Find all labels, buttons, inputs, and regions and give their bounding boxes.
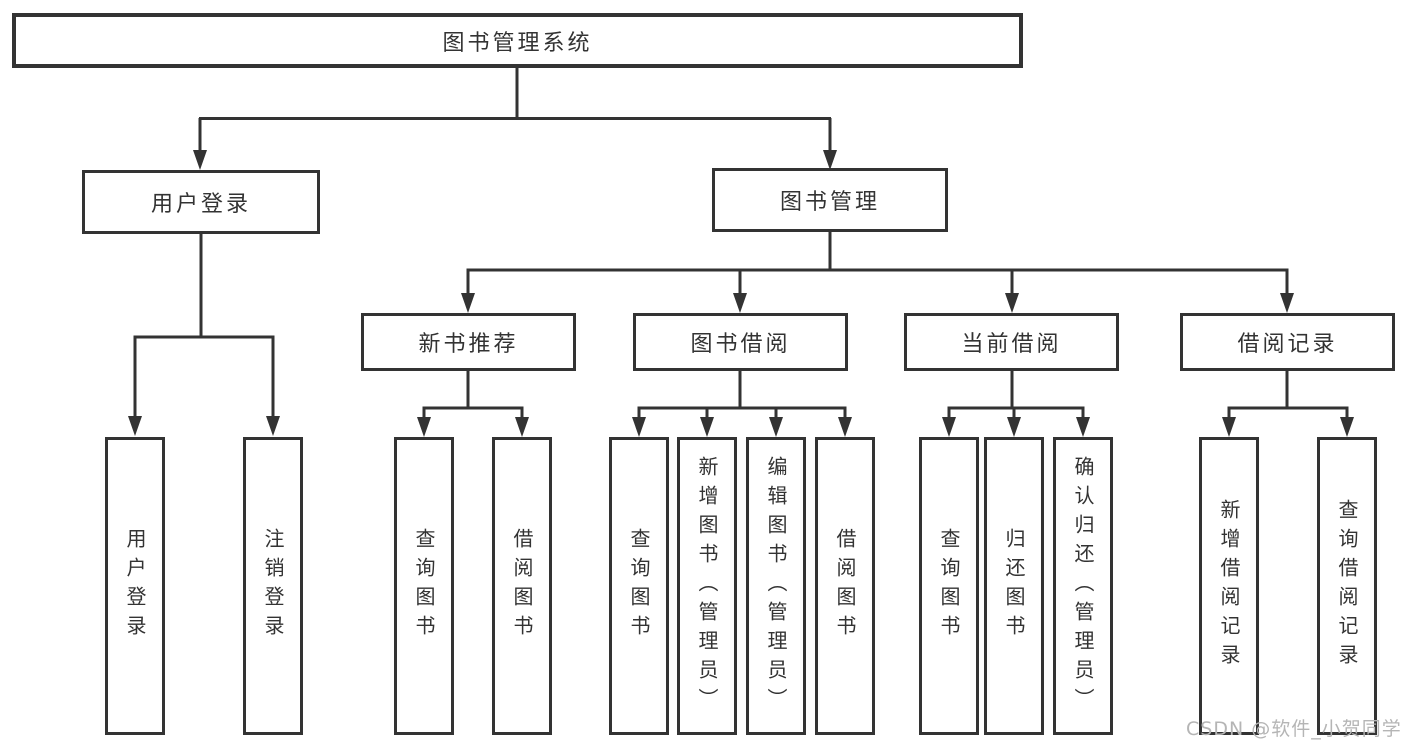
arrowhead-icon [266,416,280,436]
connector-root-to-level2 [198,68,832,152]
node-label: 归还图书 [1002,528,1026,644]
connector-book-management-to-level3 [466,232,1289,295]
node-borrowing-records: 借阅记录 [1180,313,1395,371]
node-leaf-confirm-return-admin: 确认归还（管理员） [1053,437,1113,735]
arrowhead-icon [1280,293,1294,313]
connector-new-book-split [422,371,524,419]
arrowhead-icon [942,417,956,437]
arrowhead-icon [823,150,837,170]
node-label: 查询图书 [627,528,651,644]
node-label: 用户登录 [150,192,251,217]
node-label: 注销登录 [261,528,285,644]
node-leaf-borrow-books-recommend: 借阅图书 [492,437,552,735]
node-leaf-search-books-current: 查询图书 [919,437,979,735]
node-label: 借阅图书 [833,528,857,644]
arrowhead-icon [1340,417,1354,437]
node-leaf-search-books-borrowing: 查询图书 [609,437,669,735]
node-library-management-system: 图书管理系统 [12,13,1023,68]
node-label: 图书管理 [779,190,880,215]
node-new-book-recommendation: 新书推荐 [361,313,576,371]
node-book-borrowing: 图书借阅 [633,313,848,371]
arrowhead-icon [1076,417,1090,437]
node-leaf-add-books-admin: 新增图书（管理员） [677,437,737,735]
node-leaf-borrow-books: 借阅图书 [815,437,875,735]
arrowhead-icon [700,417,714,437]
arrowhead-icon [1007,417,1021,437]
arrowhead-icon [838,417,852,437]
node-label: 当前借阅 [961,332,1062,357]
node-label: 借阅图书 [510,528,534,644]
arrowhead-icon [769,417,783,437]
connector-book-borrow-split [637,371,847,419]
node-label: 查询图书 [937,528,961,644]
arrowhead-icon [1222,417,1236,437]
node-label: 图书借阅 [690,332,791,357]
arrowhead-icon [461,293,475,313]
arrowhead-icon [193,150,207,170]
arrowhead-icon [515,417,529,437]
node-label: 借阅记录 [1237,332,1338,357]
node-label: 图书管理系统 [442,30,593,56]
arrowhead-icon [128,416,142,436]
arrowhead-icon [417,417,431,437]
node-leaf-search-borrow-record: 查询借阅记录 [1317,437,1377,735]
node-book-management: 图书管理 [712,168,948,232]
node-leaf-return-books: 归还图书 [984,437,1044,735]
connector-borrow-record-split [1227,371,1349,419]
connector-current-borrow-split [947,371,1085,419]
node-label: 查询图书 [412,528,436,644]
node-leaf-edit-books-admin: 编辑图书（管理员） [746,437,806,735]
node-leaf-search-books-recommend: 查询图书 [394,437,454,735]
node-leaf-logout: 注销登录 [243,437,303,735]
node-leaf-user-login: 用户登录 [105,437,165,735]
node-label: 编辑图书（管理员） [764,455,788,717]
connector-user-login-to-leaves [133,234,275,418]
node-label: 新增借阅记录 [1217,499,1241,673]
node-label: 新书推荐 [418,332,519,357]
node-label: 新增图书（管理员） [695,455,719,717]
arrowhead-icon [733,293,747,313]
node-label: 用户登录 [123,528,147,644]
arrowhead-icon [632,417,646,437]
node-label: 确认归还（管理员） [1071,455,1095,717]
node-label: 查询借阅记录 [1335,499,1359,673]
node-leaf-add-borrow-record: 新增借阅记录 [1199,437,1259,735]
node-user-login: 用户登录 [82,170,320,234]
csdn-watermark: CSDN @软件_小贺同学 [1186,718,1402,740]
node-current-borrowing: 当前借阅 [904,313,1119,371]
arrowhead-icon [1005,293,1019,313]
